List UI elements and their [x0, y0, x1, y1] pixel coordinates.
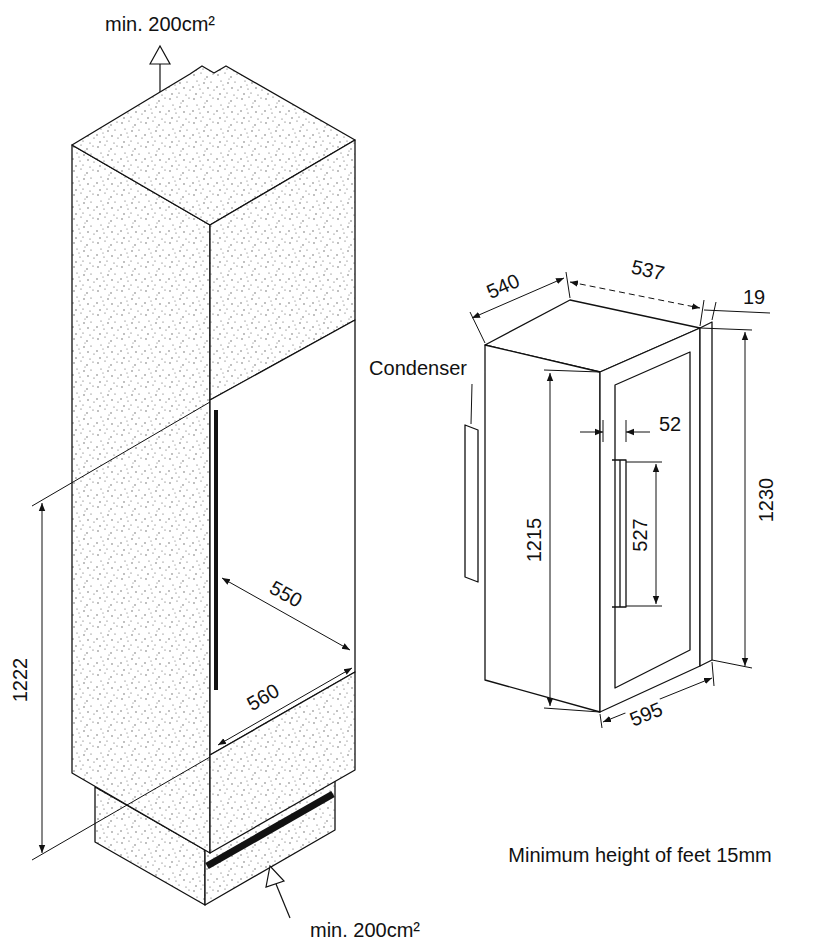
dimension-label: 595: [625, 697, 668, 731]
dimension-label: 537: [627, 255, 668, 285]
airflow-note: min. 200cm²: [308, 919, 422, 941]
wine-cooler: [465, 300, 712, 712]
dimension-label: 527: [629, 516, 651, 553]
part-label: Condenser: [367, 357, 469, 379]
airflow-note: min. 200cm²: [103, 13, 217, 35]
cabinet: [72, 66, 355, 905]
dimension-label: 1230: [755, 476, 777, 525]
appliance-dimensions: [470, 272, 770, 728]
cabinet-dimensions: [32, 402, 352, 860]
dimension-label: 1222: [9, 656, 31, 705]
dimension-label: 19: [741, 286, 767, 308]
dimension-label: 1215: [523, 516, 545, 565]
dimension-label: 52: [657, 413, 683, 435]
airflow-arrows: [150, 46, 290, 918]
note-text: Minimum height of feet 15mm: [506, 844, 773, 866]
